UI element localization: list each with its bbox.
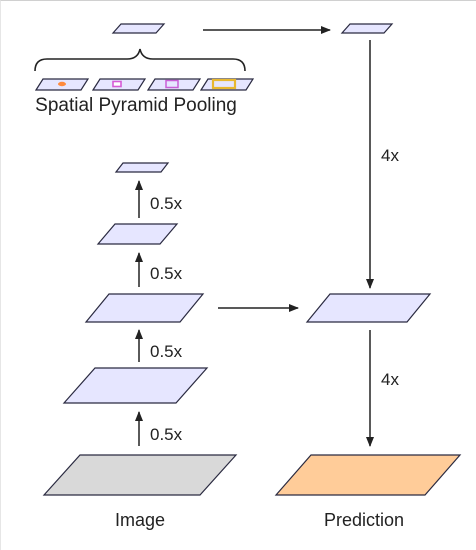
upsample-label-1: 4x [381,146,399,165]
decoder-top-map [340,23,394,34]
downsample-label-1: 0.5x [150,425,183,444]
prediction-label: Prediction [324,510,404,530]
upsample-label-2: 4x [381,370,399,389]
pool-dot-4 [211,78,237,90]
decoder-mid-map [305,293,432,323]
downsample-label-3: 0.5x [150,264,183,283]
image-label: Image [115,510,165,530]
pool-dot-3 [165,79,179,89]
feature-map-level-1 [62,367,209,404]
feature-map-level-3 [96,223,179,245]
prediction-plane [274,454,462,496]
spp-brace [34,48,246,72]
downsample-label-4: 0.5x [150,194,183,213]
pool-dot-2 [112,80,122,88]
downsample-label-2: 0.5x [150,342,183,361]
spp-output-map [111,23,166,34]
spp-label: Spatial Pyramid Pooling [35,95,237,116]
feature-map-level-4 [114,162,170,173]
feature-map-level-2 [84,293,205,323]
pool-dot-1 [58,81,66,87]
input-image-plane [42,454,238,496]
pool-map-3 [146,78,202,91]
